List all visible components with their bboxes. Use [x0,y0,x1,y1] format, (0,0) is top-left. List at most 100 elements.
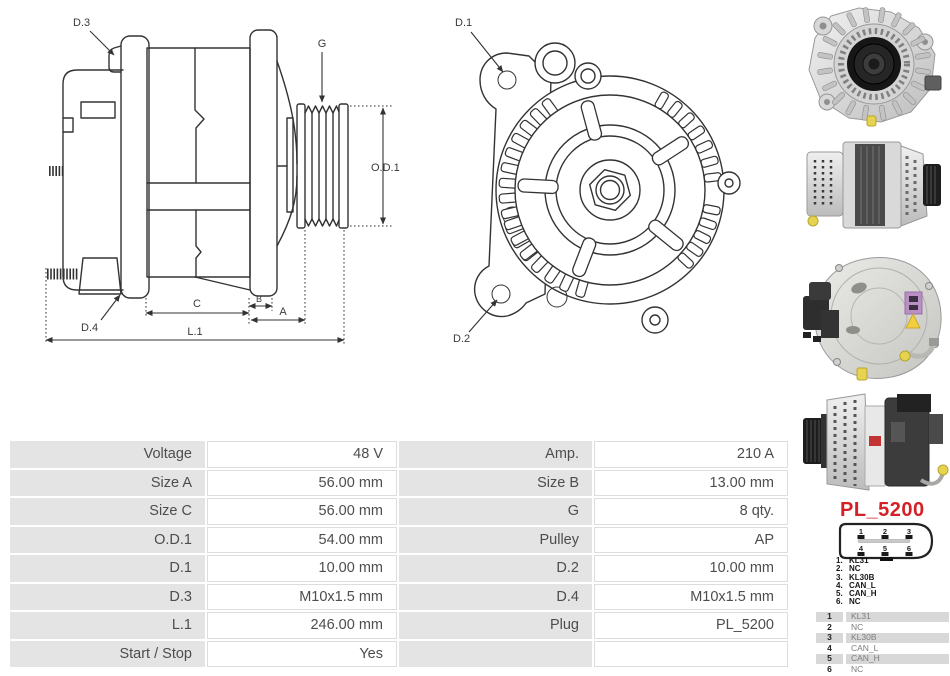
spec-label-cell: Plug [399,612,592,639]
side-ears [641,171,741,334]
mount-hole-d2 [491,284,511,304]
label-logo [869,436,881,446]
pin-table-row: 2 NC [816,621,949,633]
spec-value-cell: M10x1.5 mm [207,583,397,610]
spec-value-cell: 246.00 mm [207,612,397,639]
pin-list-item: 2. NC [836,564,946,574]
spec-value-cell: 10.00 mm [594,555,788,582]
pin-list-item: 5.CAN_H [836,589,946,598]
spec-value-cell: Yes [207,640,397,667]
pin-list-item: 6. NC [836,597,946,607]
spec-value-cell: M10x1.5 mm [594,583,788,610]
product-photo-side-right[interactable] [803,136,945,234]
pin-table-number: 6 [827,663,832,674]
connector-key-tab [880,557,893,561]
pin-list-item: 3.KL30B [836,572,946,582]
pin-table-number: 2 [827,621,832,632]
dim-label-b: B [256,294,262,304]
d3-arrow [89,30,115,56]
plate-hole-2 [546,286,568,308]
spec-value-cell: 54.00 mm [207,526,397,553]
spec-label-cell: Voltage [10,441,205,468]
spec-value-cell: AP [594,526,788,553]
dim-label-l1: L.1 [187,326,202,338]
spec-value-cell: 10.00 mm [207,555,397,582]
pin-table-name: NC [851,621,864,632]
spec-value-cell [594,640,788,667]
lower-ear [78,257,122,295]
pin-number: 1 [859,527,863,536]
pin-number: 3 [907,527,911,536]
spec-label-cell: D.1 [10,555,205,582]
mount-hole-d1 [497,70,517,90]
pin-number: 2 [883,527,887,536]
dim-label-d2: D.2 [453,333,470,345]
pin-list-name: KL31 [849,556,869,565]
yellow-cap [899,350,911,362]
product-photo-front[interactable] [801,2,947,130]
pin-table-number: 1 [816,611,843,622]
dim-label-d4: D.4 [81,322,98,334]
rear-bracket [108,35,150,299]
spec-value-cell: 8 qty. [594,498,788,525]
pin-list-name: NC [849,564,861,574]
connector-diagram: 1 2 3 4 5 6 [838,522,934,561]
front-bracket [249,29,278,297]
spec-value-cell: 48 V [207,441,397,468]
pin-list-name: KL30B [849,572,875,582]
spec-value-cell: 56.00 mm [207,498,397,525]
dim-label-od1: O.D.1 [371,162,400,174]
pin-list-name: NC [849,597,861,607]
spec-label-cell: D.3 [10,583,205,610]
pin-list-number: 2. [836,564,843,574]
hub-nut [579,159,641,221]
spec-label-cell: L.1 [10,612,205,639]
spec-label-cell: G [399,498,592,525]
pin-table-name: CAN_H [846,654,949,664]
pin-list-number: 4. [836,580,843,590]
side-view-drawing: D.3 D.4 G O.D.1 C B A L.1 [45,17,400,344]
pin-number: 6 [907,544,911,553]
pin-table-number: 3 [816,633,843,643]
pin-table-name: CAN_L [851,642,879,653]
plug-title: PL_5200 [840,499,925,521]
dim-label-g: G [318,38,327,50]
front-view-drawing: D.1 D.2 [453,17,741,345]
spec-label-cell: Size B [399,469,592,496]
product-photo-side-left[interactable] [801,392,949,494]
yellow-cap [866,115,877,127]
spec-label-cell: D.4 [399,583,592,610]
spec-label-cell: D.2 [399,555,592,582]
top-ear [534,42,602,90]
product-photo-rear[interactable] [801,252,949,384]
shaft [276,60,298,247]
yellow-cap [856,367,868,381]
dim-label-c: C [193,298,201,310]
spec-value-cell: 210 A [594,441,788,468]
dim-label-d3: D.3 [73,17,90,29]
pin-table-name: NC [851,663,864,674]
pin-list-number: 6. [836,597,843,607]
pin-table-number: 5 [816,654,843,664]
yellow-cap [807,215,819,227]
pin-table-name: KL30B [846,633,949,643]
pin-list-item: 4.CAN_L [836,580,946,590]
pin-table-row: 6 NC [816,663,949,675]
purple-label [904,291,923,315]
dim-label-d1: D.1 [455,17,472,29]
spec-label-cell: Start / Stop [10,640,205,667]
pin-number: 4 [859,544,864,553]
spec-label-cell [399,640,592,667]
pin-number: 5 [883,544,887,553]
spec-label-cell: Size C [10,498,205,525]
yellow-cap [937,464,949,476]
d4-arrow [100,294,121,321]
spec-value-cell: PL_5200 [594,612,788,639]
rear-cover [62,69,124,291]
spec-value-cell: 13.00 mm [594,469,788,496]
spec-label-cell: Size A [10,469,205,496]
